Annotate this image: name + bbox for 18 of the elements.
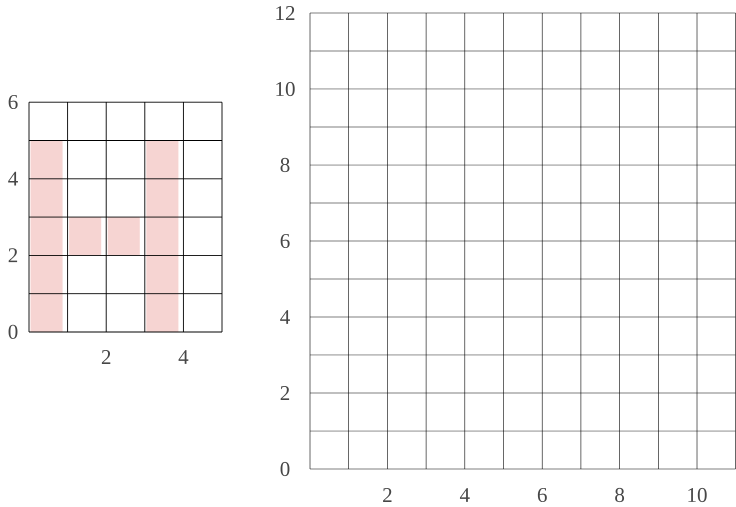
- tick-label: 6: [538, 488, 547, 502]
- tick-label: 12: [276, 6, 294, 20]
- tick-label: 6: [280, 234, 290, 248]
- tick-label: 2: [102, 350, 110, 364]
- tick-label: 10: [688, 488, 707, 502]
- tick-label: 4: [8, 172, 18, 186]
- tick-label: 2: [280, 386, 290, 400]
- tick-label: 2: [383, 488, 392, 502]
- tick-label: 8: [280, 158, 290, 172]
- tick-label: 8: [615, 488, 624, 502]
- tick-label: 0: [280, 462, 290, 476]
- tick-label: 0: [8, 324, 18, 339]
- tick-label: 4: [178, 350, 188, 364]
- tick-label: 4: [280, 310, 290, 324]
- tick-label: 4: [460, 488, 470, 502]
- tick-label: 2: [8, 248, 18, 262]
- tick-label: 10: [276, 82, 295, 96]
- tick-label: 6: [8, 94, 18, 110]
